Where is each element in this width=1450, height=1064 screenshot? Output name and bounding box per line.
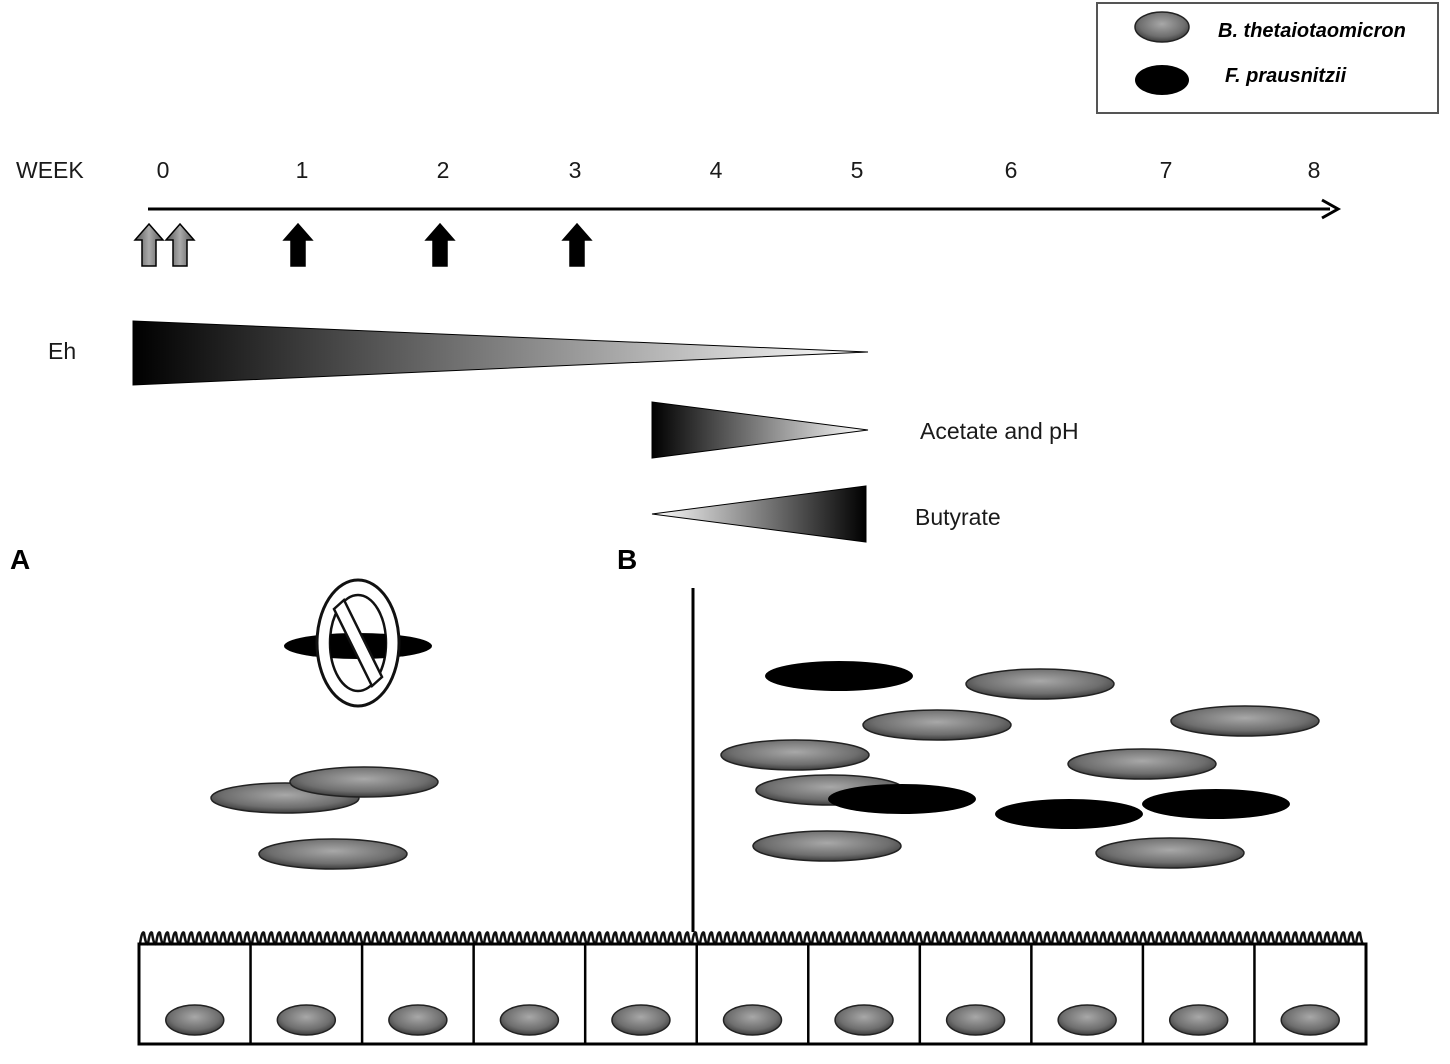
bacterium-f-prausnitzii [995, 799, 1143, 829]
butyrate-gradient-wedge [651, 485, 867, 543]
tick-label-week-8: 8 [1308, 157, 1321, 183]
cell-nucleus [834, 1004, 894, 1036]
epithelium [137, 931, 1368, 1046]
bacterium-b-thetaiotaomicron [289, 766, 439, 798]
bacterium-b-thetaiotaomicron [752, 830, 902, 862]
epithelium-border [137, 942, 1368, 1046]
bacterium-b-thetaiotaomicron [1095, 837, 1245, 869]
cell-nucleus [1280, 1004, 1340, 1036]
bacterium-f-prausnitzii [828, 784, 976, 814]
bacterium-b-thetaiotaomicron [862, 709, 1012, 741]
timeline-arrowhead [1321, 198, 1342, 220]
legend: B. thetaiotaomicron F. prausnitzii [1096, 2, 1439, 114]
bacterium-f-prausnitzii [765, 661, 913, 691]
cell-nucleus [945, 1004, 1006, 1036]
cell-nucleus [165, 1004, 225, 1036]
eh-label: Eh [48, 338, 76, 364]
timeline-axis-label: WEEK [16, 157, 84, 183]
tick-labels: 0 1 2 3 4 5 6 7 8 [157, 157, 1321, 183]
bacterium-b-thetaiotaomicron [258, 838, 408, 870]
acetate-gradient-wedge [651, 401, 869, 459]
cell-nucleus [276, 1004, 337, 1036]
bacterium-b-thetaiotaomicron [965, 668, 1115, 700]
tick-label-week-2: 2 [437, 157, 450, 183]
panel-label-b: B [617, 544, 637, 575]
panel-a [210, 578, 439, 870]
epithelial-cells [165, 944, 1340, 1044]
bacterium-b-thetaiotaomicron [720, 739, 870, 771]
legend-label-f-prausnitzii: F. prausnitzii [1225, 65, 1347, 87]
dose-arrows [133, 222, 593, 267]
tick-label-week-6: 6 [1005, 157, 1018, 183]
grey-dose-arrow-icon [133, 222, 165, 267]
cell-nucleus [611, 1004, 671, 1036]
butyrate-label: Butyrate [915, 504, 1001, 530]
timeline: WEEK 0 1 2 3 4 5 6 7 8 [16, 157, 1342, 267]
cell-nucleus [1057, 1004, 1117, 1036]
cell-nucleus [499, 1004, 560, 1036]
black-dose-arrow-icon [424, 222, 456, 267]
cell-nucleus [1168, 1004, 1229, 1036]
tick-label-week-1: 1 [296, 157, 309, 183]
tick-label-week-5: 5 [851, 157, 864, 183]
microvilli-brush-border [138, 931, 1365, 946]
bacterium-f-prausnitzii [1142, 789, 1290, 819]
black-dose-arrow-icon [282, 222, 314, 267]
cell-nucleus [722, 1004, 783, 1036]
acetate-label: Acetate and pH [920, 418, 1079, 444]
legend-label-b-thetaiotaomicron: B. thetaiotaomicron [1218, 20, 1406, 42]
legend-symbol-b-thetaiotaomicron [1134, 11, 1190, 43]
panel-label-a: A [10, 544, 30, 575]
grey-dose-arrow-icon [164, 222, 196, 267]
bacterium-b-thetaiotaomicron [1067, 748, 1217, 780]
panel-b-bacteria [720, 661, 1320, 869]
tick-label-week-4: 4 [710, 157, 723, 183]
prohibition-icon [315, 578, 401, 708]
bacterium-b-thetaiotaomicron [1170, 705, 1320, 737]
tick-label-week-3: 3 [569, 157, 582, 183]
tick-label-week-0: 0 [157, 157, 170, 183]
legend-symbol-f-prausnitzii [1135, 65, 1189, 95]
eh-gradient-wedge [132, 320, 869, 386]
gradients: Eh Acetate and pH Butyrate [48, 320, 1079, 543]
black-dose-arrow-icon [561, 222, 593, 267]
cell-nucleus [388, 1004, 448, 1036]
tick-label-week-7: 7 [1160, 157, 1173, 183]
panel-a-bacteria [210, 766, 439, 870]
